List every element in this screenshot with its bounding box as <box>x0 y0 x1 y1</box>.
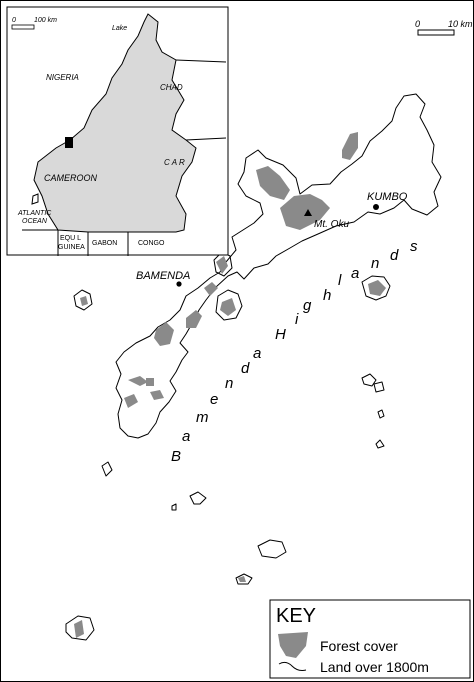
bioko-island <box>31 193 39 205</box>
main-scale-start: 0 <box>415 19 420 29</box>
inset-scale-start: 0 <box>12 17 16 24</box>
study-area-marker <box>65 137 73 148</box>
islet-8 <box>171 503 177 511</box>
region-letter: n <box>371 255 379 272</box>
islet-5 <box>377 409 385 419</box>
inset-label-congo: CONGO <box>138 240 165 247</box>
forest-patch-14 <box>80 296 88 306</box>
east-island-outline <box>361 275 391 301</box>
inset-label-cameroon: CAMEROON <box>44 173 98 183</box>
region-letter: a <box>253 345 261 362</box>
region-letter: d <box>390 247 399 264</box>
main-scale-bar: 0 10 km <box>415 19 473 36</box>
region-letter: a <box>182 428 190 445</box>
inset-label-eq-guinea-1: EQU L <box>60 235 81 242</box>
region-letter: g <box>303 297 312 314</box>
forest-swatch-icon <box>278 632 308 658</box>
inset-label-nigeria: NIGERIA <box>46 73 79 82</box>
forest-patch-9 <box>128 376 148 386</box>
mt-oku-label: Mt. Oku <box>314 219 349 230</box>
inset-label-lake: Lake <box>112 25 127 32</box>
islet-2 <box>361 373 377 387</box>
map-key: KEY Forest cover Land over 1800m <box>269 599 471 679</box>
region-letter: e <box>210 391 218 408</box>
key-forest-label: Forest cover <box>320 638 398 654</box>
inset-label-car: C A R <box>164 158 185 167</box>
islet-11 <box>65 615 95 641</box>
islet-3 <box>373 381 385 393</box>
region-letter: l <box>338 272 342 289</box>
forest-patch-8 <box>154 322 174 346</box>
inset-label-ocean-2: OCEAN <box>22 218 48 225</box>
forest-patch-4 <box>216 256 228 274</box>
forest-patch-12 <box>124 394 138 408</box>
region-letter: h <box>323 287 331 304</box>
inset-label-eq-guinea-2: GUINEA <box>58 244 85 251</box>
islet-10 <box>235 573 253 585</box>
region-letter: m <box>196 409 209 426</box>
kumbo-label: KUMBO <box>367 191 408 203</box>
key-title: KEY <box>276 605 316 627</box>
inset-map: 0 100 km Lake NIGERIA CHAD C A R CAMEROO… <box>6 6 229 256</box>
region-letter: a <box>351 265 359 282</box>
region-letter: d <box>241 360 250 377</box>
region-letter: n <box>225 375 233 392</box>
islet-6 <box>101 461 113 477</box>
region-letter: i <box>295 311 299 328</box>
islet-1 <box>73 289 93 311</box>
south-lobe-outline <box>215 289 243 321</box>
forest-patch-7 <box>220 298 236 316</box>
forest-patch-13 <box>368 280 386 296</box>
region-letter: H <box>275 326 286 343</box>
region-label: B a m e n d a H i g h l a n d s <box>171 238 418 465</box>
key-land-label: Land over 1800m <box>320 659 429 675</box>
forest-patch-11 <box>150 390 164 400</box>
forest-patch-10 <box>146 378 154 386</box>
inset-label-chad: CHAD <box>160 83 183 92</box>
forest-patch-1 <box>256 166 290 200</box>
inset-label-gabon: GABON <box>92 240 117 247</box>
islet-9 <box>257 539 287 559</box>
region-letter: s <box>410 238 418 255</box>
forest-patch-2 <box>280 194 330 230</box>
bamenda-marker: BAMENDA <box>136 270 190 287</box>
forest-patch-16 <box>238 576 246 582</box>
region-letter: B <box>171 448 181 465</box>
main-scale-end: 10 km <box>448 19 473 29</box>
inset-scale-end: 100 km <box>34 17 57 24</box>
peak-triangle-icon <box>304 209 312 216</box>
islet-4 <box>375 439 385 449</box>
forest-patch-6 <box>186 310 202 328</box>
forest-patch-15 <box>74 620 84 638</box>
islet-7 <box>189 491 207 505</box>
forest-cover <box>74 132 386 638</box>
forest-patch-5 <box>204 282 218 296</box>
kumbo-marker: KUMBO <box>367 191 408 210</box>
forest-patch-3 <box>342 132 358 160</box>
land-line-icon <box>278 661 307 671</box>
inset-label-ocean-1: ATLANTIC <box>17 210 52 217</box>
inset-borders <box>22 59 227 256</box>
mt-oku-marker: Mt. Oku <box>304 209 349 230</box>
bamenda-label: BAMENDA <box>136 270 190 282</box>
